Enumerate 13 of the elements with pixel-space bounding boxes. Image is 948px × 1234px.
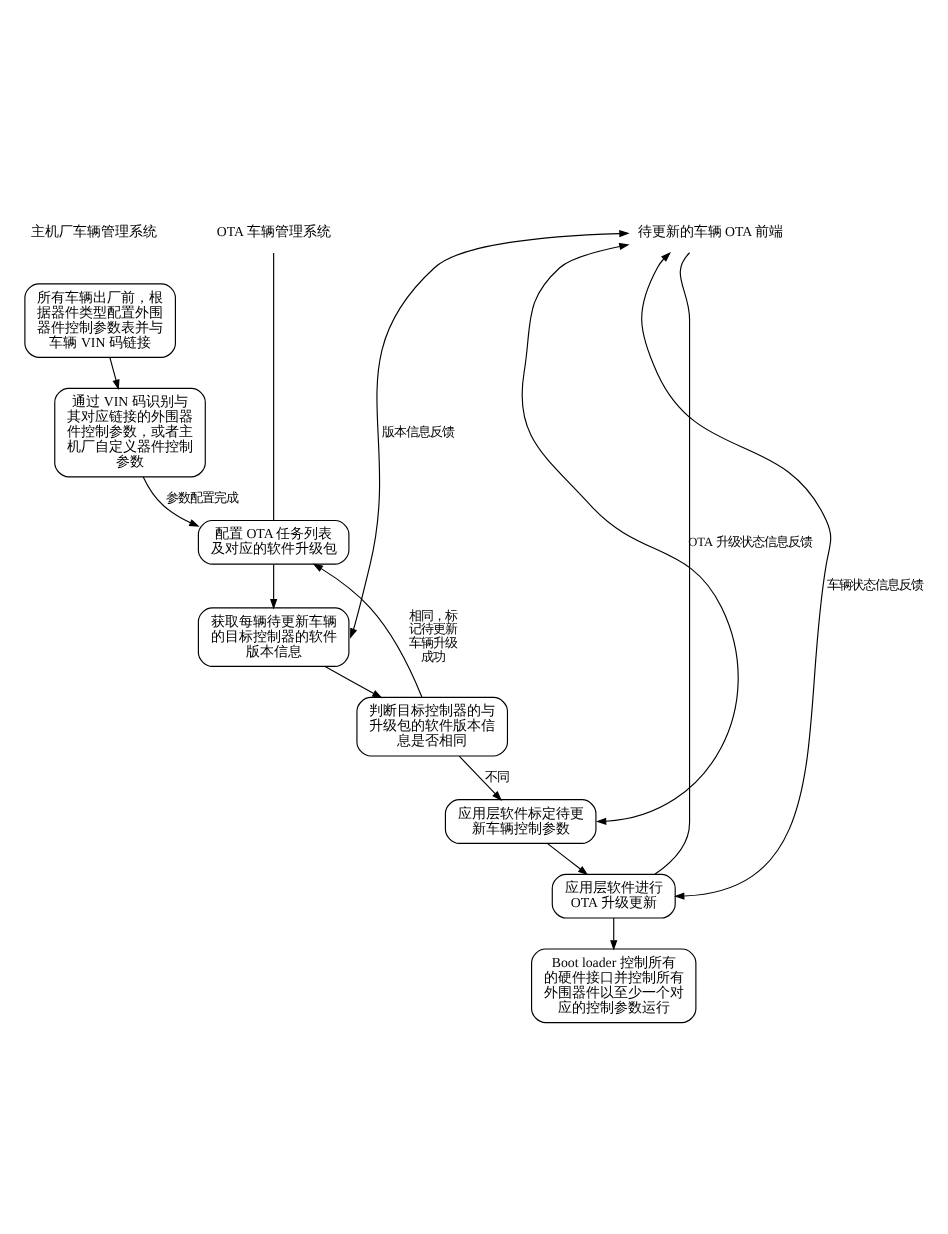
arrow bbox=[520, 242, 738, 825]
arrow bbox=[311, 563, 422, 698]
arrow bbox=[269, 563, 277, 610]
arrow bbox=[323, 666, 382, 699]
arrow bbox=[609, 917, 617, 951]
arrow bbox=[108, 356, 119, 390]
connector bbox=[653, 252, 690, 875]
arrow bbox=[349, 229, 629, 639]
connector bbox=[272, 252, 274, 521]
arrow bbox=[457, 755, 502, 801]
arrow bbox=[546, 843, 588, 876]
arrow bbox=[640, 251, 831, 900]
arrow bbox=[141, 476, 199, 527]
